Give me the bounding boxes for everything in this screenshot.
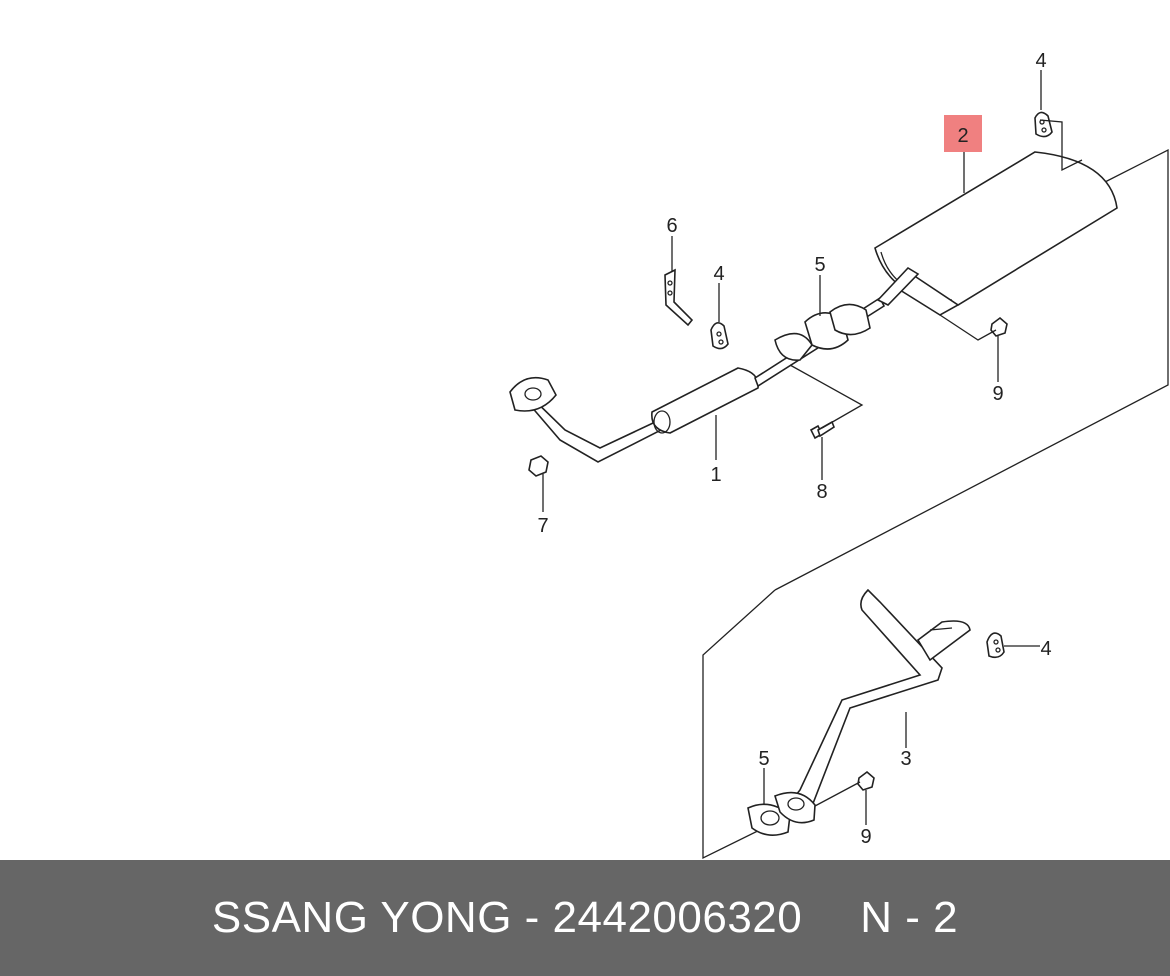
nut-part-9-upper[interactable] bbox=[990, 316, 1008, 337]
reference-number: N - 2 bbox=[860, 893, 959, 942]
rubber-hanger-part-4-low[interactable] bbox=[986, 632, 1005, 659]
callout-4-low[interactable]: 4 bbox=[1040, 638, 1051, 660]
callout-9-upper[interactable]: 9 bbox=[992, 383, 1003, 405]
flange-gasket-part-5-lower[interactable] bbox=[747, 791, 816, 836]
callout-2[interactable]: 2 bbox=[957, 125, 968, 147]
frame-top-panel bbox=[774, 148, 1169, 591]
bracket-part-6[interactable] bbox=[664, 268, 694, 327]
exhaust-system-diagram: 2 4 6 4 5 9 1 8 7 4 3 5 9 bbox=[509, 50, 1169, 860]
callout-9-lower[interactable]: 9 bbox=[860, 826, 871, 848]
callout-6[interactable]: 6 bbox=[666, 215, 677, 237]
bolt-part-8[interactable] bbox=[809, 420, 835, 440]
nut-part-7[interactable] bbox=[528, 455, 549, 477]
leader-4-top bbox=[1039, 119, 1083, 172]
callout-8[interactable]: 8 bbox=[816, 481, 827, 503]
tail-pipe-part-3[interactable] bbox=[790, 588, 971, 807]
brand-separator: - bbox=[511, 893, 553, 942]
callout-4-top[interactable]: 4 bbox=[1035, 50, 1046, 72]
part-number: 2442006320 bbox=[552, 893, 803, 942]
rubber-hanger-part-4-top[interactable] bbox=[1034, 111, 1053, 138]
brand-name: SSANG YONG bbox=[211, 893, 512, 942]
leader-9-lower-diag bbox=[814, 781, 861, 807]
highlight-box-part-2 bbox=[944, 115, 982, 152]
callout-5-upper[interactable]: 5 bbox=[814, 254, 825, 276]
nut-part-9-lower[interactable] bbox=[857, 770, 875, 791]
callout-4-mid[interactable]: 4 bbox=[713, 263, 724, 285]
callout-5-lower[interactable]: 5 bbox=[758, 748, 769, 770]
frame-lower-panel bbox=[702, 589, 791, 860]
front-pipe-part-1[interactable] bbox=[509, 266, 920, 463]
leader-8 bbox=[789, 364, 864, 429]
caption-bar: SSANG YONG - 2442006320 N - 2 bbox=[0, 860, 1170, 976]
rear-muffler-part-2[interactable] bbox=[874, 151, 1118, 316]
leader-9-upper-mark bbox=[939, 314, 997, 341]
callout-7[interactable]: 7 bbox=[537, 515, 548, 537]
rubber-hanger-part-4-mid[interactable] bbox=[710, 322, 729, 350]
callout-1[interactable]: 1 bbox=[710, 464, 721, 486]
flange-gasket-part-5[interactable] bbox=[774, 303, 871, 361]
callout-3[interactable]: 3 bbox=[900, 748, 911, 770]
